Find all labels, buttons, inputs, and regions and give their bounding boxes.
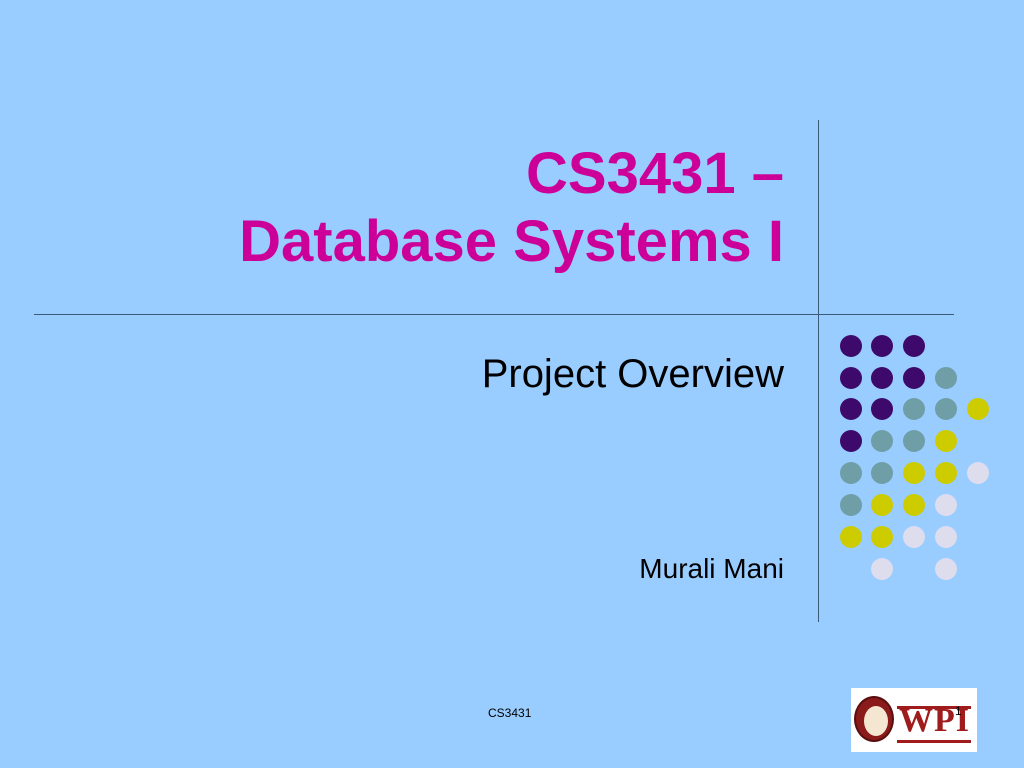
dot-purple [871,398,893,420]
dot-yellow [935,430,957,452]
author-name: Murali Mani [639,553,784,584]
dot-purple [840,398,862,420]
dot-yellow [967,398,989,420]
dot-teal [840,494,862,516]
dot-teal [871,430,893,452]
horizontal-divider [34,314,954,315]
dot-teal [903,398,925,420]
page-number: 1 [955,704,962,718]
dot-purple [871,335,893,357]
title-line-1: CS3431 – [526,141,784,206]
dot-purple [871,367,893,389]
dot-lavender [935,526,957,548]
dot-teal [903,430,925,452]
dot-yellow [903,462,925,484]
dot-teal [840,462,862,484]
footer-text: CS3431 [488,706,532,720]
dot-lavender [935,494,957,516]
wpi-logo: WPI [851,688,977,752]
dot-lavender [903,526,925,548]
dot-lavender [871,558,893,580]
slide-subtitle: Project Overview [481,352,784,396]
dot-yellow [903,494,925,516]
dot-yellow [871,526,893,548]
dot-lavender [967,462,989,484]
dot-teal [935,398,957,420]
wpi-seal-icon [854,696,894,742]
dot-lavender [935,558,957,580]
dot-purple [903,367,925,389]
logo-text: WPI [899,702,970,739]
dot-yellow [871,494,893,516]
dot-purple [840,430,862,452]
slide-title: CS3431 – Database Systems I [239,140,784,276]
dot-purple [840,335,862,357]
dot-purple [903,335,925,357]
dot-purple [840,367,862,389]
dot-teal [871,462,893,484]
title-line-2: Database Systems I [239,209,784,274]
dot-teal [935,367,957,389]
dot-yellow [840,526,862,548]
vertical-divider [818,120,819,622]
dot-yellow [935,462,957,484]
